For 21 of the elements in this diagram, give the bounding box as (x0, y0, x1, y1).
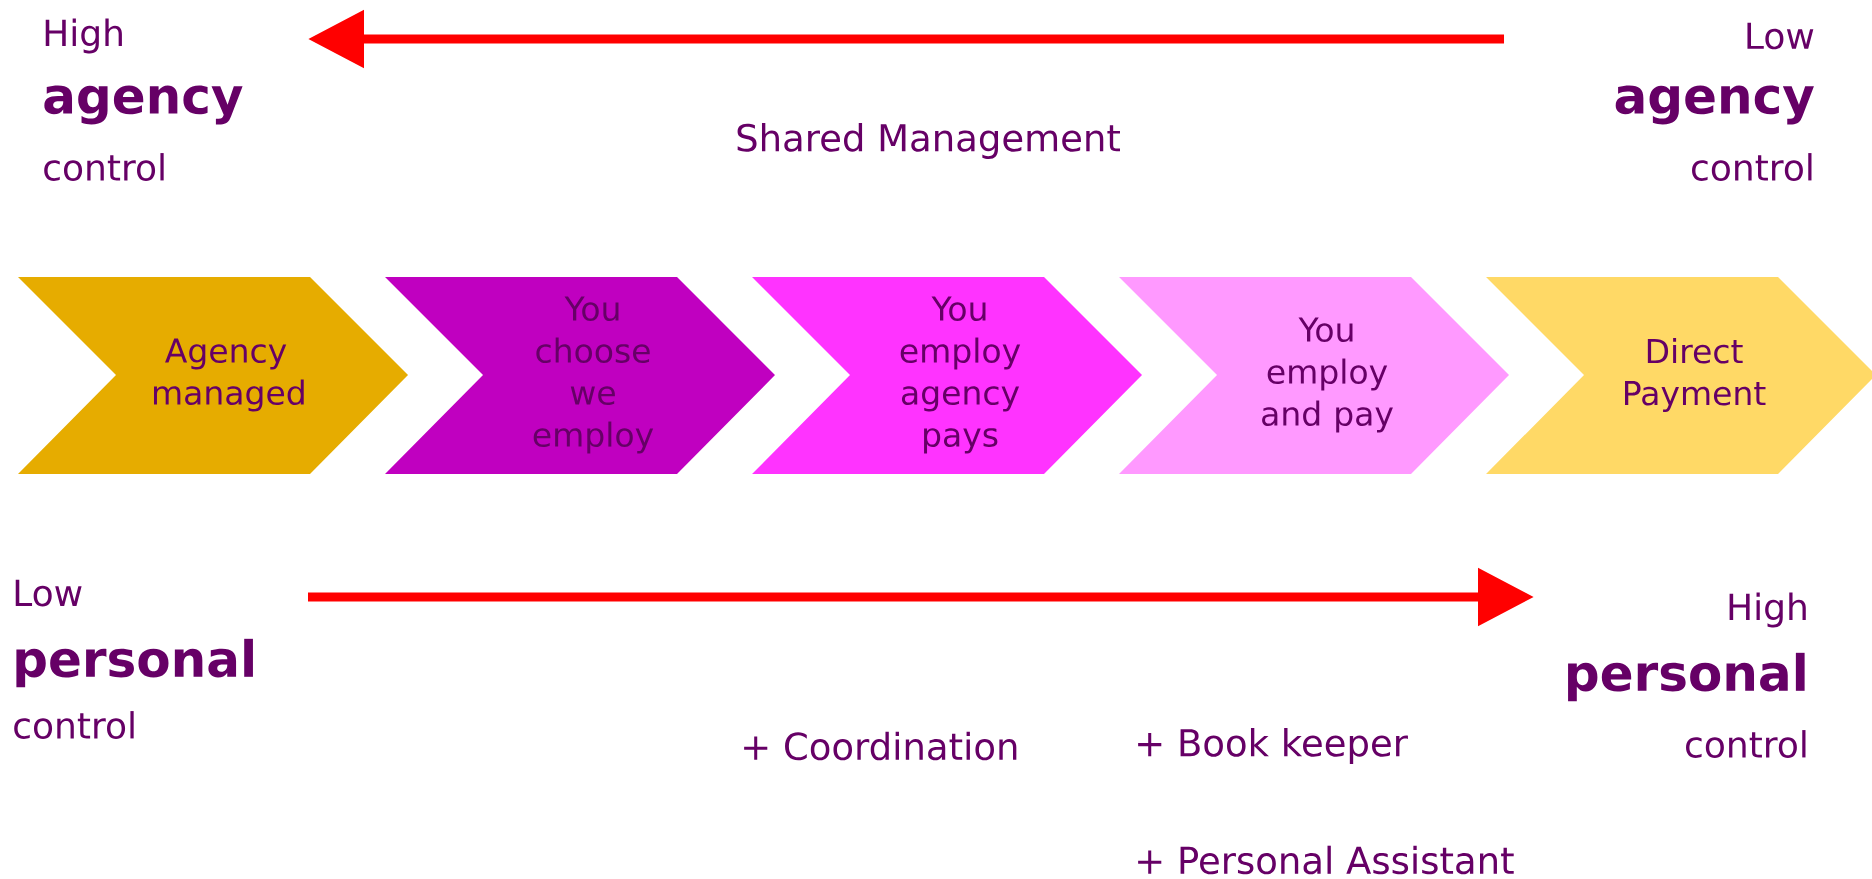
control-label: control (1692, 153, 1812, 181)
band-label: Shared Management (737, 123, 1120, 159)
axis-label: agency (44, 85, 243, 125)
control-label: control (1686, 730, 1806, 758)
level-label: Low (1747, 22, 1814, 50)
axis-label: personal (1568, 652, 1805, 702)
addon-label: + Personal Assistant (1138, 845, 1514, 875)
process-step: Direct Payment (1486, 277, 1872, 474)
process-step: You employ and pay (1119, 277, 1509, 474)
control-label: control (44, 153, 164, 181)
addon-label: + Coordination (744, 731, 1017, 761)
level-label: High (45, 18, 122, 54)
process-step: You choose we employ (385, 277, 775, 474)
process-step: Agency managed (18, 277, 408, 474)
control-label: control (14, 711, 134, 739)
addon-label: + Book keeper (1138, 728, 1408, 764)
axis-label: agency (1615, 85, 1814, 125)
process-step: You employ agency pays (752, 277, 1142, 474)
axis-label: personal (16, 638, 253, 688)
level-label: Low (15, 579, 82, 607)
level-label: High (1729, 592, 1806, 628)
